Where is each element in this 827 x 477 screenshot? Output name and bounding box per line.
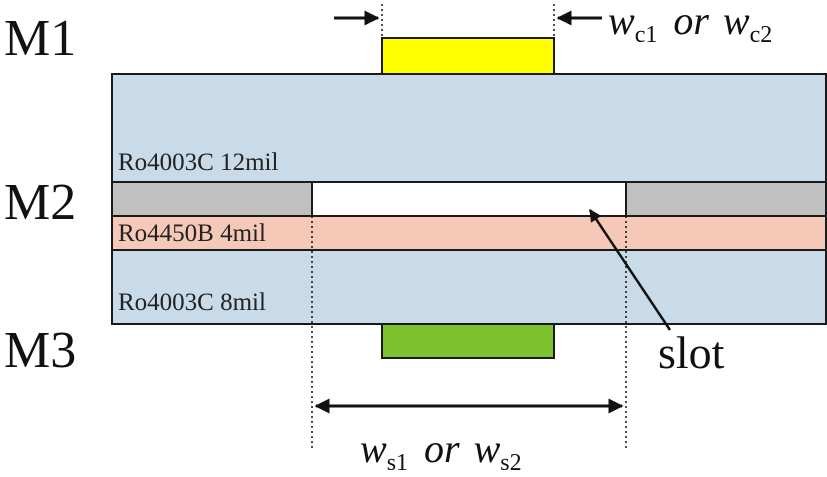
slot-leader-line — [588, 208, 672, 331]
bond-film-label: Ro4450B 4mil — [118, 220, 266, 247]
bottom-substrate-label: Ro4003C 8mil — [118, 289, 266, 316]
m3-label: M3 — [4, 322, 76, 379]
m1-label: M1 — [4, 10, 76, 67]
bond-film-layer — [111, 215, 827, 251]
ground-plane-right — [625, 181, 827, 217]
top-substrate-layer — [111, 73, 827, 183]
slot-opening — [311, 181, 627, 217]
slot-label: slot — [658, 327, 725, 378]
bottom-conductor-strip — [381, 323, 555, 359]
ground-plane-left — [111, 181, 313, 217]
bottom-substrate-layer — [111, 249, 827, 325]
m2-label: M2 — [4, 174, 76, 231]
top-conductor-strip — [381, 37, 555, 75]
top-substrate-label: Ro4003C 12mil — [118, 149, 278, 176]
